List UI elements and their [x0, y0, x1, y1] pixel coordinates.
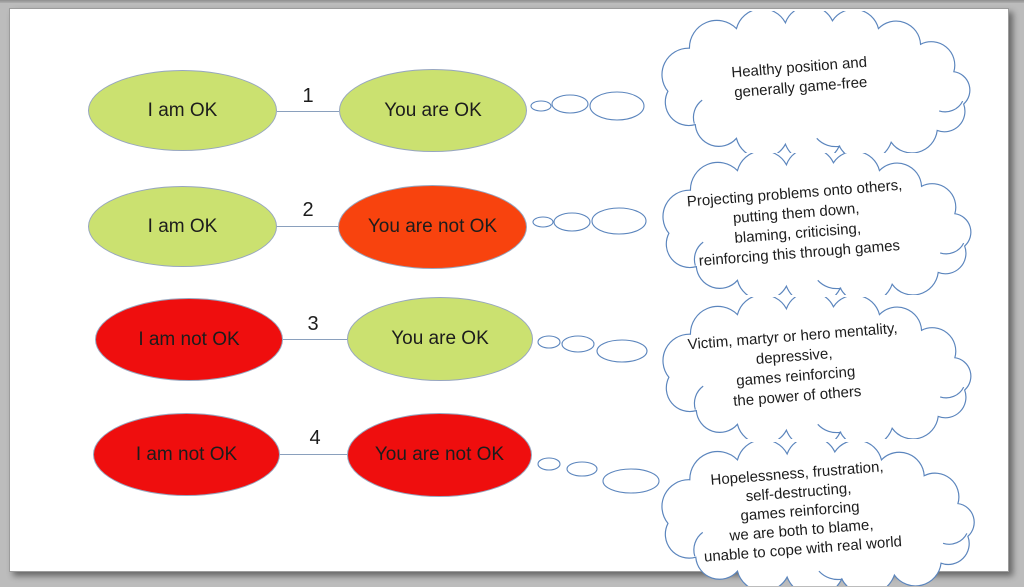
you-are-not-ok-ellipse-row2: You are not OK [338, 185, 527, 269]
i-am-not-ok-ellipse-row4: I am not OK [93, 413, 280, 496]
thought-trail-bubble [566, 461, 598, 477]
thought-trail-bubble [602, 468, 660, 494]
row-number-1: 1 [302, 85, 314, 107]
connector-line-row3 [283, 339, 347, 340]
i-am-not-ok-ellipse-row3: I am not OK [95, 298, 283, 381]
thought-cloud-row1 [530, 11, 971, 153]
thought-trail-bubble [551, 94, 589, 114]
i-am-ok-ellipse-row1: I am OK [88, 70, 277, 151]
ellipse-label: I am not OK [138, 328, 240, 350]
connector-line-row2 [277, 226, 338, 227]
thought-cloud-row2 [532, 153, 972, 295]
thought-trail-bubble [553, 212, 591, 232]
ellipse-label: I am OK [147, 215, 218, 237]
you-are-ok-ellipse-row1: You are OK [339, 69, 527, 152]
you-are-not-ok-ellipse-row4: You are not OK [347, 413, 532, 497]
ellipse-label: You are OK [384, 99, 482, 121]
ellipse-label: You are OK [391, 328, 489, 349]
thought-trail-bubble [530, 100, 552, 112]
i-am-ok-ellipse-row2: I am OK [88, 186, 277, 267]
thought-trail-bubble [561, 335, 595, 353]
thought-cloud-row3 [537, 297, 972, 439]
thought-trail-bubble [596, 339, 648, 363]
thought-trail-bubble [537, 335, 561, 349]
ellipse-label: You are not OK [367, 216, 498, 237]
thought-trail-bubble [537, 457, 561, 471]
thought-trail-bubble [591, 207, 647, 235]
row-number-3: 3 [307, 313, 319, 335]
thought-trail-bubble [589, 91, 645, 121]
row-number-2: 2 [302, 199, 314, 221]
connector-line-row1 [277, 111, 339, 112]
ellipse-label: I am not OK [135, 443, 238, 465]
thought-cloud-row4 [537, 442, 975, 586]
you-are-ok-ellipse-row3: You are OK [347, 297, 533, 381]
row-number-4: 4 [309, 427, 321, 449]
ellipse-label: You are not OK [374, 444, 505, 465]
ellipse-label: I am OK [147, 99, 218, 121]
connector-line-row4 [280, 454, 347, 455]
thought-trail-bubble [532, 216, 554, 228]
